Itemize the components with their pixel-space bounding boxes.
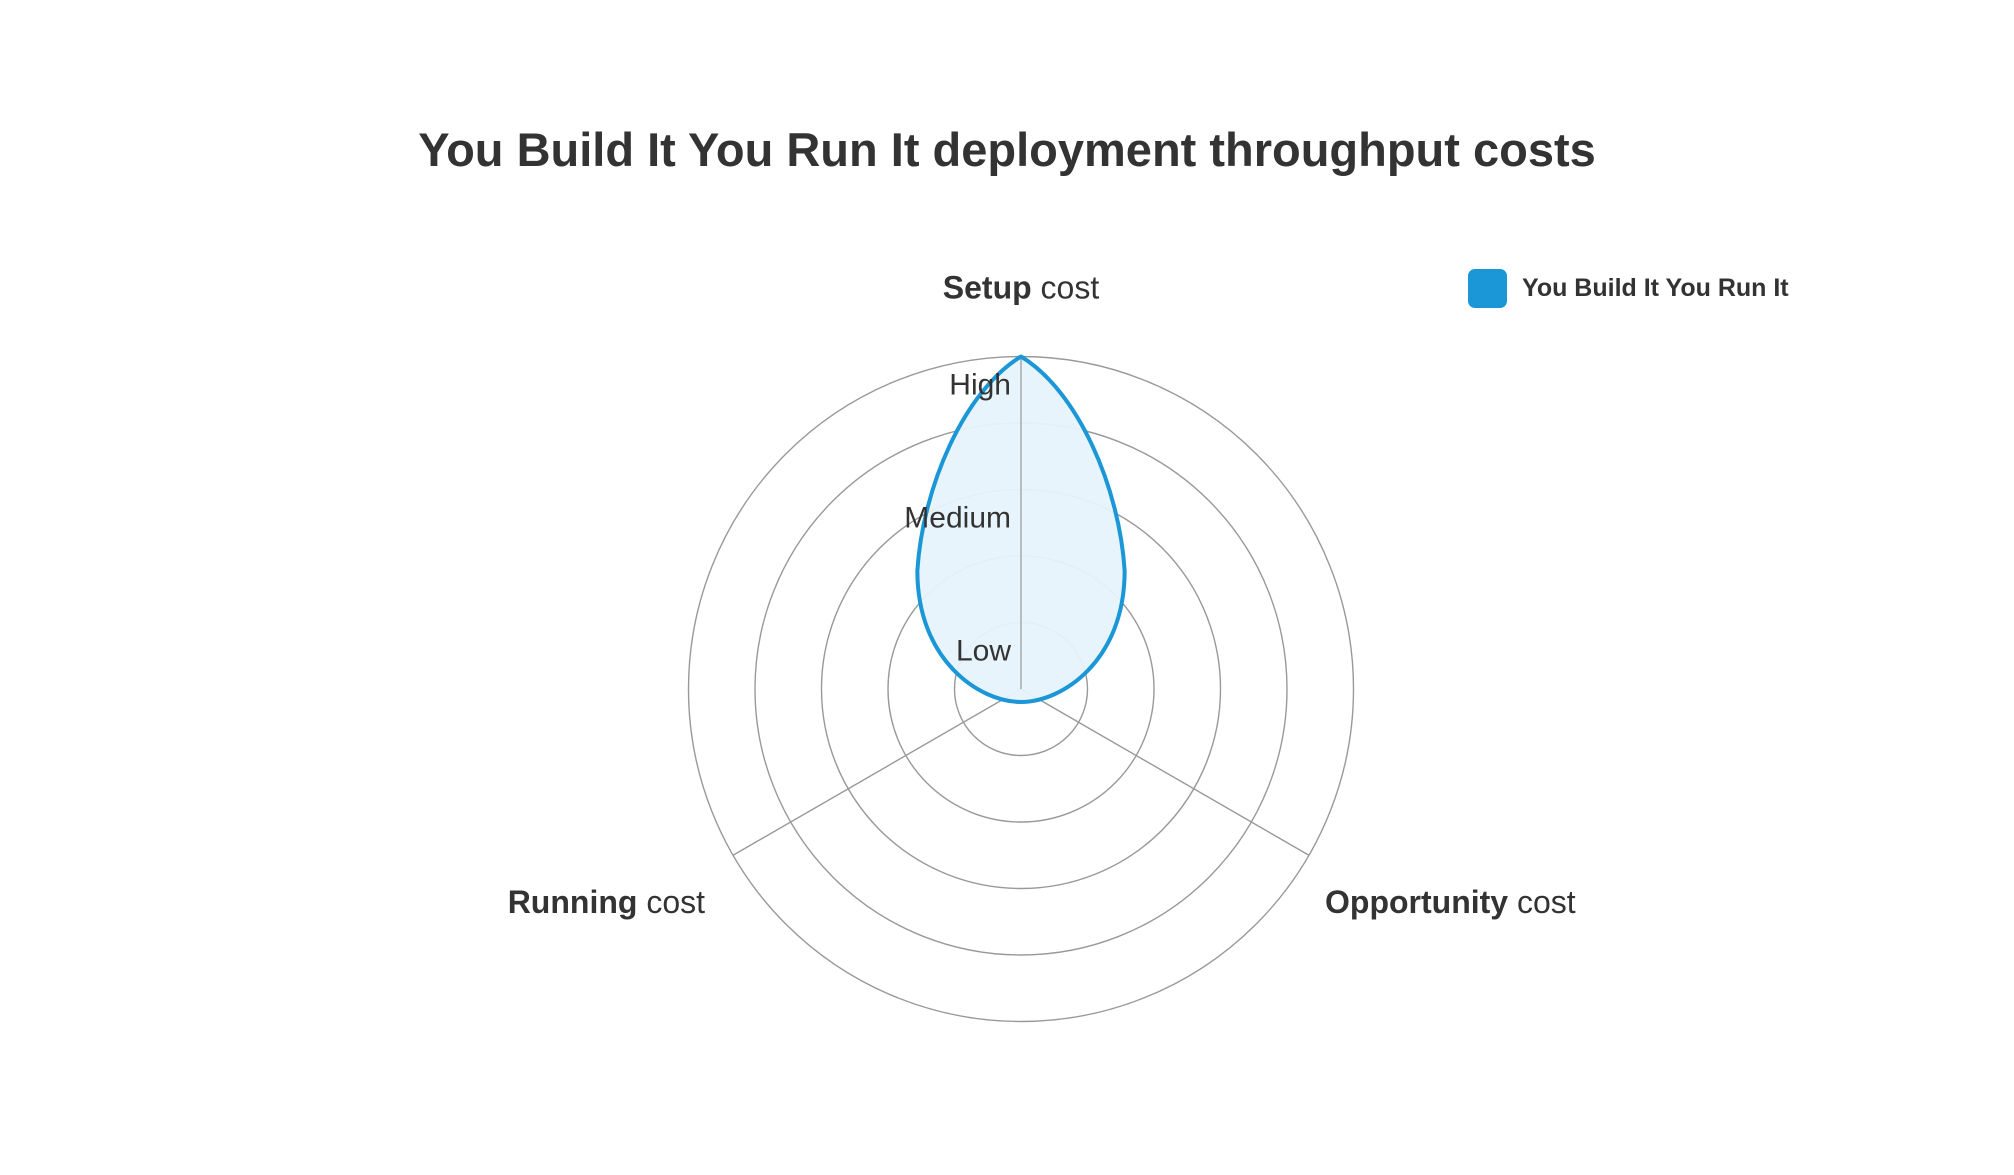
level-label-medium: Medium bbox=[904, 502, 1011, 535]
axis-label-suffix: cost bbox=[1032, 270, 1100, 306]
level-label-high: High bbox=[949, 369, 1011, 402]
spoke-running bbox=[732, 688, 1022, 856]
axis-label-opportunity: Opportunity cost bbox=[1325, 884, 1576, 920]
axis-label-bold: Opportunity bbox=[1325, 884, 1508, 920]
axis-label-setup: Setup cost bbox=[943, 270, 1100, 306]
chart-title: You Build It You Run It deployment throu… bbox=[418, 123, 1596, 176]
spoke-opportunity bbox=[1020, 688, 1310, 856]
radar-series bbox=[915, 354, 1127, 704]
axis-label-bold: Running bbox=[508, 884, 638, 920]
axis-label-suffix: cost bbox=[637, 884, 705, 920]
legend-label: You Build It You Run It bbox=[1522, 274, 1789, 302]
legend-swatch bbox=[1468, 269, 1507, 308]
axis-label-suffix: cost bbox=[1508, 884, 1576, 920]
axis-label-bold: Setup bbox=[943, 270, 1032, 306]
series-outline bbox=[915, 354, 1127, 704]
legend: You Build It You Run It bbox=[1468, 269, 1789, 308]
axis-label-running: Running cost bbox=[508, 884, 705, 920]
level-label-low: Low bbox=[956, 635, 1011, 668]
